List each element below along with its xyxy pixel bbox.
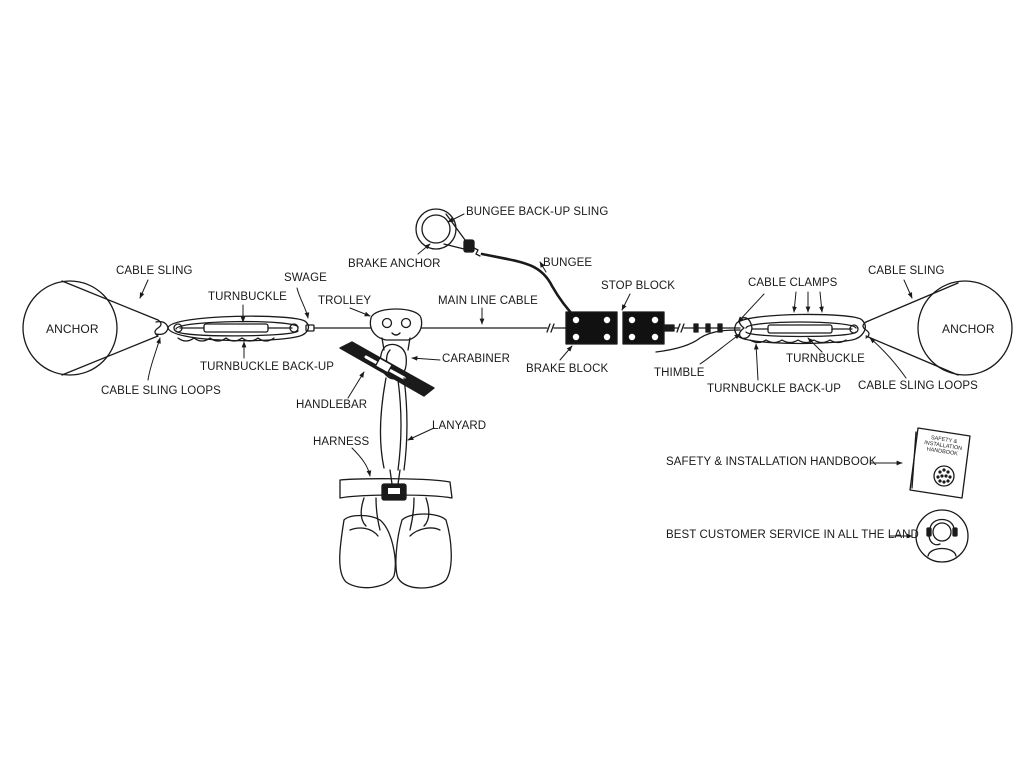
bungee xyxy=(482,254,576,318)
stop-block-label: STOP BLOCK xyxy=(601,280,676,292)
handlebar xyxy=(340,342,434,396)
right-cable-sling xyxy=(866,283,958,375)
turnbuckle-backup-left-label: TURNBUCKLE BACK-UP xyxy=(200,361,335,373)
arrow-bungee-backup-sling xyxy=(447,214,464,222)
arrow-cable-sling-loops-left xyxy=(148,337,161,380)
turnbuckle-right-label: TURNBUCKLE xyxy=(786,353,865,365)
anchor-left-label: ANCHOR xyxy=(46,322,99,336)
turnbuckle-left-label: TURNBUCKLE xyxy=(208,291,287,303)
right-cable-sling-loops xyxy=(863,322,869,338)
main-line-cable xyxy=(314,324,566,332)
arrow-handlebar xyxy=(348,371,364,398)
customer-service-icon xyxy=(916,510,968,562)
arrow-cable-sling-left xyxy=(140,280,148,299)
customer-service-label: BEST CUSTOMER SERVICE IN ALL THE LAND xyxy=(666,529,919,541)
bungee-backup-sling-label: BUNGEE BACK-UP SLING xyxy=(466,206,609,218)
brake-block xyxy=(566,312,617,344)
harness xyxy=(340,470,452,588)
cable-clamps-label: CABLE CLAMPS xyxy=(748,277,838,289)
arrow-brake-anchor xyxy=(418,244,430,254)
trolley xyxy=(370,309,421,350)
cable-sling-right-label: CABLE SLING xyxy=(868,265,945,277)
lanyard-label: LANYARD xyxy=(432,420,487,432)
main-line-cable-label: MAIN LINE CABLE xyxy=(438,295,538,307)
thimble-label: THIMBLE xyxy=(654,367,705,379)
brake-anchor-label: BRAKE ANCHOR xyxy=(348,258,441,270)
arrow-cable-clamps xyxy=(738,294,764,322)
arrow-bungee xyxy=(540,261,546,272)
carabiner-label: CARABINER xyxy=(442,353,510,365)
arrow-brake-block xyxy=(560,346,572,360)
brake-block-label: BRAKE BLOCK xyxy=(526,363,609,375)
cable-sling-loops-right-label: CABLE SLING LOOPS xyxy=(858,380,978,392)
handlebar-label: HANDLEBAR xyxy=(296,399,368,411)
swage-label: SWAGE xyxy=(284,272,327,284)
arrow-turnbuckle-backup-right xyxy=(753,343,759,380)
leader-arrows xyxy=(140,214,913,539)
handbook-icon xyxy=(910,428,970,498)
cable-sling-loops-left-label: CABLE SLING LOOPS xyxy=(101,385,221,397)
anchor-right-label: ANCHOR xyxy=(942,322,995,336)
right-turnbuckle-backup xyxy=(750,340,846,343)
left-turnbuckle-backup xyxy=(178,338,274,341)
right-anchor xyxy=(918,281,1012,375)
right-cable xyxy=(656,324,740,352)
arrow-trolley xyxy=(350,308,371,316)
right-turnbuckle xyxy=(735,314,866,343)
arrow-thimble xyxy=(700,334,740,364)
brake-anchor xyxy=(416,209,456,249)
left-turnbuckle xyxy=(168,316,308,341)
left-cable-sling xyxy=(62,281,158,375)
arrow-lanyard xyxy=(407,428,434,440)
arrow-cable-sling-right xyxy=(904,280,912,299)
handbook-label: SAFETY & INSTALLATION HANDBOOK xyxy=(666,456,877,468)
arrow-carabiner xyxy=(411,355,440,361)
cable-clamps xyxy=(694,324,722,332)
bungee-label: BUNGEE xyxy=(543,257,593,269)
arrow-harness xyxy=(352,448,372,477)
turnbuckle-backup-right-label: TURNBUCKLE BACK-UP xyxy=(707,383,842,395)
arrow-swage xyxy=(297,288,310,319)
arrow-cable-sling-loops-right xyxy=(870,338,906,378)
stop-block xyxy=(623,312,664,344)
lanyard xyxy=(380,378,407,470)
arrow-stop-block xyxy=(622,294,630,311)
left-cable-sling-loops xyxy=(155,320,168,336)
cable-sling-left-label: CABLE SLING xyxy=(116,265,193,277)
harness-label: HARNESS xyxy=(313,436,370,448)
trolley-label: TROLLEY xyxy=(318,295,372,307)
arrow-turnbuckle-right xyxy=(808,338,822,352)
left-anchor xyxy=(23,281,117,375)
